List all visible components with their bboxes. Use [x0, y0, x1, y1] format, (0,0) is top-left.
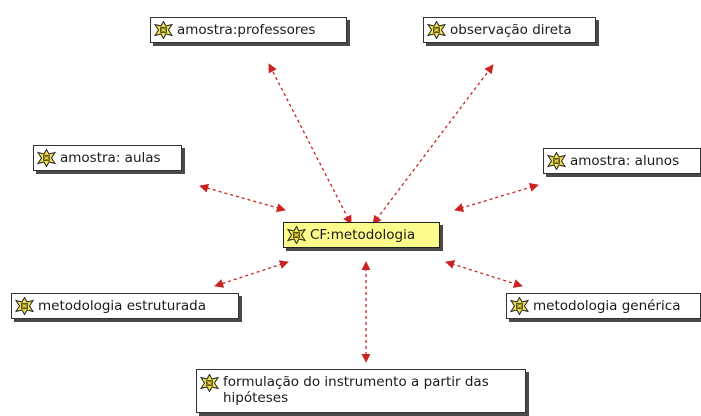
code-family-icon	[547, 152, 566, 170]
node-amostra-alunos[interactable]: amostra: alunos	[543, 148, 701, 174]
code-family-icon	[15, 297, 34, 315]
link-metodologia-estruturada	[214, 260, 289, 288]
code-family-icon	[427, 21, 446, 39]
node-label: CF:metodologia	[310, 227, 416, 243]
node-cf-metodologia[interactable]: CF:metodologia	[283, 222, 440, 248]
node-label: amostra: aulas	[60, 150, 161, 166]
node-observacao-direta[interactable]: observação direta	[423, 17, 596, 43]
node-label: metodologia genérica	[533, 298, 681, 314]
node-label: amostra:professores	[177, 22, 316, 38]
node-label: formulação do instrumento a partir das h…	[223, 374, 489, 406]
code-family-icon	[510, 297, 529, 315]
node-metodologia-generica[interactable]: metodologia genérica	[506, 293, 701, 319]
code-family-icon	[287, 226, 306, 244]
node-label: amostra: alunos	[570, 153, 680, 169]
link-amostra-professores	[268, 63, 352, 225]
code-family-icon	[37, 149, 56, 167]
node-label: metodologia estruturada	[38, 298, 206, 314]
code-family-icon	[200, 374, 219, 392]
link-observacao-direta	[372, 64, 494, 225]
link-amostra-aulas	[199, 183, 286, 213]
node-amostra-professores[interactable]: amostra:professores	[150, 17, 347, 43]
node-metodologia-estruturada[interactable]: metodologia estruturada	[11, 293, 239, 319]
node-formulacao-instrumento[interactable]: formulação do instrumento a partir das h…	[196, 369, 526, 413]
node-label: observação direta	[450, 22, 572, 38]
link-metodologia-generica	[445, 260, 523, 288]
code-family-icon	[154, 21, 173, 39]
node-amostra-aulas[interactable]: amostra: aulas	[33, 145, 182, 171]
link-amostra-alunos	[454, 183, 539, 212]
